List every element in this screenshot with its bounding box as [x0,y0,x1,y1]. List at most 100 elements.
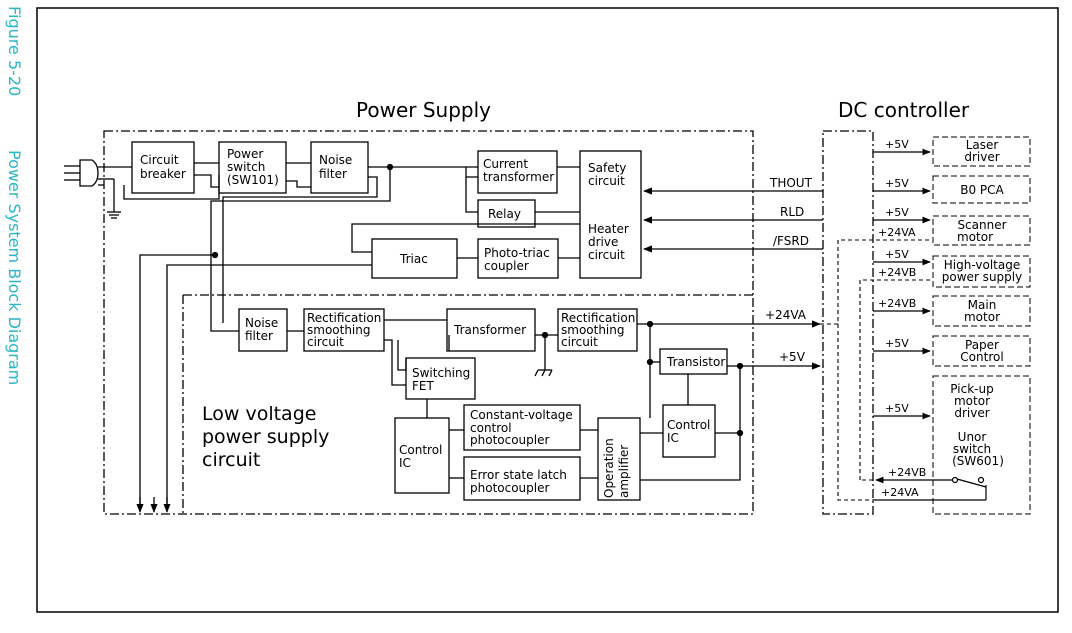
load-pickup-1: Pick-up [950,382,993,396]
label-control-ic-2a: Control [667,418,710,432]
label-thout: THOUT [769,176,813,190]
voltage-scanner-2: +24VA [878,226,916,239]
block-control-ic-2 [662,404,716,458]
load-box-scanner [932,215,1031,246]
label-op-amp-1: Operation [602,438,616,498]
block-safety-heater [579,150,642,279]
label-triac: Triac [399,252,428,266]
block-power-switch [218,141,287,194]
label-relay: Relay [488,207,521,221]
load-paper-2: Control [960,350,1003,364]
label-transformer: Transformer [453,323,526,337]
label-heater-3: circuit [588,248,625,262]
voltage-pickup: +5V [885,402,909,415]
label-op-amp-2: amplifier [617,445,631,498]
label-fsrd: /FSRD [773,234,809,248]
switch-label-3: (SW601) [952,454,1004,468]
voltage-scanner: +5V [885,206,909,219]
load-box-laser [932,136,1031,167]
voltage-laser: +5V [885,138,909,151]
switch-out-label: +24VA [881,486,919,499]
label-cv-2: control [470,421,512,435]
label-circuit-breaker-1: Circuit [140,153,179,167]
label-error-1: Error state latch [470,468,567,482]
label-circuit-breaker-2: breaker [140,167,186,181]
block-rect-smooth-1 [303,308,385,352]
label-transistor: Transistor [666,355,725,369]
label-rect-2a: Rectification [561,311,635,325]
label-current-transformer-1: Current [483,157,528,171]
ac-plug-icon [64,159,132,219]
label-rld: RLD [780,205,804,219]
label-control-ic-1a: Control [399,443,442,457]
label-power-switch-1: Power [227,147,263,161]
label-current-transformer-2: transformer [483,170,554,184]
voltage-hv: +5V [885,248,909,261]
low-voltage-title-2: power supply [202,426,329,448]
load-paper-1: Paper [965,338,999,352]
label-noise-filter-1b: filter [319,167,347,181]
voltage-main: +24VB [878,297,916,310]
dc-controller-title: DC controller [838,98,970,122]
block-switching-fet [405,357,476,400]
load-hv-1: High-voltage [944,258,1020,272]
label-heater-2: drive [588,235,618,249]
load-box-b0pca [932,175,1031,204]
load-box-hv [932,255,1031,288]
load-laser-1: Laser [966,138,999,152]
label-photo-triac-1: Photo-triac [484,246,550,260]
label-rect-1b: smoothing [307,323,371,337]
label-out-24va: +24VA [765,308,807,322]
label-rect-2c: circuit [561,335,598,349]
label-noise-filter-1a: Noise [319,153,352,167]
switch-label-2: switch [953,442,991,456]
load-box-pickup [932,375,1031,515]
block-relay [477,199,536,228]
label-heater-1: Heater [588,222,629,236]
label-noise-filter-2b: filter [245,329,273,343]
load-pickup-3: driver [954,406,989,420]
page-frame [36,7,1059,613]
label-photo-triac-2: coupler [484,259,529,273]
block-control-ic-1 [394,417,450,494]
load-pickup-2: motor [954,394,990,408]
switch-contact-left [951,476,959,484]
load-scanner-2: motor [957,230,993,244]
label-power-switch-2: switch [227,160,265,174]
switch-label-1: Unor [958,430,987,444]
voltage-paper: +5V [885,337,909,350]
load-main-1: Main [968,298,997,312]
label-cv-3: photocoupler [470,433,549,447]
label-control-ic-1b: IC [399,456,411,470]
label-error-2: photocoupler [470,481,549,495]
label-rect-1c: circuit [307,335,344,349]
label-cv-1: Constant-voltage [470,408,573,422]
load-box-main [932,295,1031,327]
block-noise-filter-2 [238,308,288,352]
load-scanner-1: Scanner [957,218,1006,232]
label-out-5v: +5V [779,350,806,364]
label-control-ic-2b: IC [667,431,679,445]
switch-in-label: +24VB [888,466,926,479]
label-rect-1a: Rectification [307,311,381,325]
load-box-paper [932,335,1031,367]
load-laser-2: driver [964,150,999,164]
block-op-amp [597,417,641,501]
label-safety-1: Safety [588,161,626,175]
low-voltage-title-3: circuit [202,449,260,471]
switch-lever [956,478,987,488]
block-current-transformer [477,150,558,194]
voltage-b0pca: +5V [885,177,909,190]
label-power-switch-3: (SW101) [227,173,279,187]
block-transformer [446,308,536,352]
switch-contact-right [977,476,985,484]
dc-controller-region [822,130,874,515]
load-b0pca: B0 PCA [960,183,1004,197]
label-switching-fet-2: FET [412,379,434,393]
label-switching-fet-1: Switching [412,366,470,380]
voltage-hv-2: +24VB [878,266,916,279]
label-noise-filter-2a: Noise [245,316,278,330]
power-supply-title: Power Supply [356,98,491,122]
power-supply-region [103,130,754,515]
